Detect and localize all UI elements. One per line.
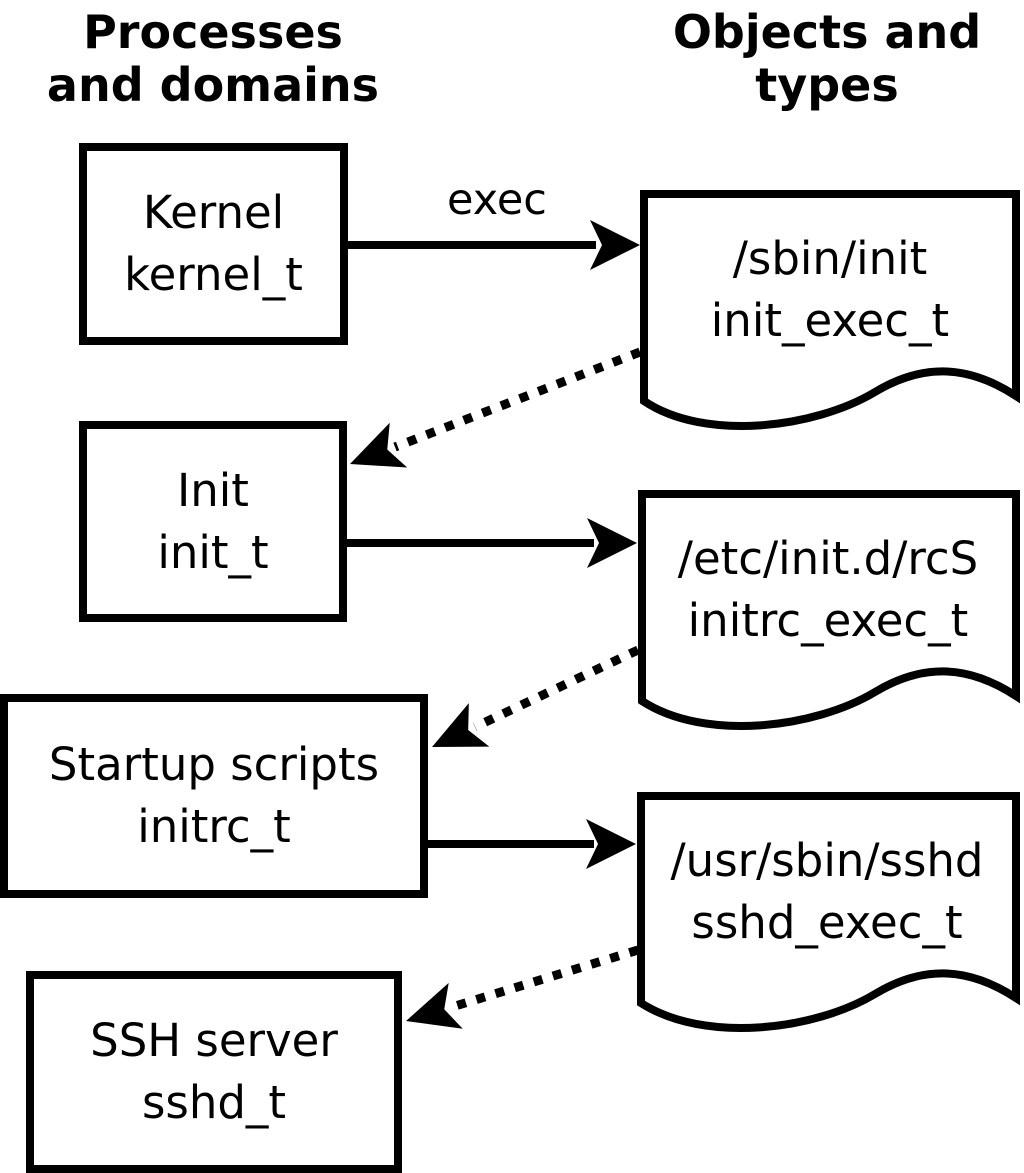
- process-domain-type: kernel_t: [124, 248, 303, 301]
- process-name: Kernel: [142, 186, 285, 239]
- exec-arrow-kernel-to-sbin-init: [348, 220, 640, 270]
- process-box-startup-scripts: Startup scripts initrc_t: [0, 694, 428, 898]
- exec-arrow-label: exec: [447, 175, 547, 225]
- object-path: /sbin/init: [732, 232, 928, 285]
- document-shape-usr-sbin-sshd: [637, 792, 1020, 1032]
- object-path: /usr/sbin/sshd: [670, 834, 984, 887]
- process-box-init: Init init_t: [79, 421, 347, 622]
- document-shape-sbin-init: [640, 190, 1020, 430]
- process-name: Init: [177, 463, 249, 517]
- object-label-sbin-init: /sbin/init init_exec_t: [640, 192, 1020, 388]
- left-header-line2: and domains: [46, 58, 380, 112]
- transition-arrow-to-initrc: [432, 645, 640, 747]
- document-shape-etc-initd-rcs: [638, 490, 1020, 730]
- process-domain-type: initrc_t: [137, 800, 291, 853]
- left-header-line1: Processes: [83, 5, 343, 59]
- exec-arrow-init-to-rcs: [346, 518, 637, 568]
- left-column-header: Processes and domains: [23, 6, 403, 112]
- right-header-line2: types: [755, 58, 899, 112]
- transition-arrow-to-init: [350, 347, 642, 468]
- object-type: init_exec_t: [710, 294, 950, 347]
- right-column-header: Objects and types: [637, 6, 1017, 112]
- object-type: sshd_exec_t: [691, 896, 963, 949]
- right-header-line1: Objects and: [672, 5, 982, 59]
- process-name: SSH server: [90, 1014, 338, 1067]
- object-path: /etc/init.d/rcS: [677, 532, 979, 585]
- transition-arrow-to-sshd: [406, 945, 640, 1029]
- object-label-etc-initd-rcs: /etc/init.d/rcS initrc_exec_t: [638, 492, 1018, 688]
- process-box-ssh-server: SSH server sshd_t: [26, 971, 402, 1173]
- process-name: Startup scripts: [48, 738, 380, 791]
- object-label-usr-sbin-sshd: /usr/sbin/sshd sshd_exec_t: [637, 794, 1017, 990]
- process-domain-type: sshd_t: [141, 1076, 287, 1129]
- process-domain-type: init_t: [157, 525, 269, 579]
- process-box-kernel: Kernel kernel_t: [79, 143, 348, 345]
- object-type: initrc_exec_t: [687, 594, 969, 647]
- exec-arrow-initrc-to-sshd: [428, 819, 636, 869]
